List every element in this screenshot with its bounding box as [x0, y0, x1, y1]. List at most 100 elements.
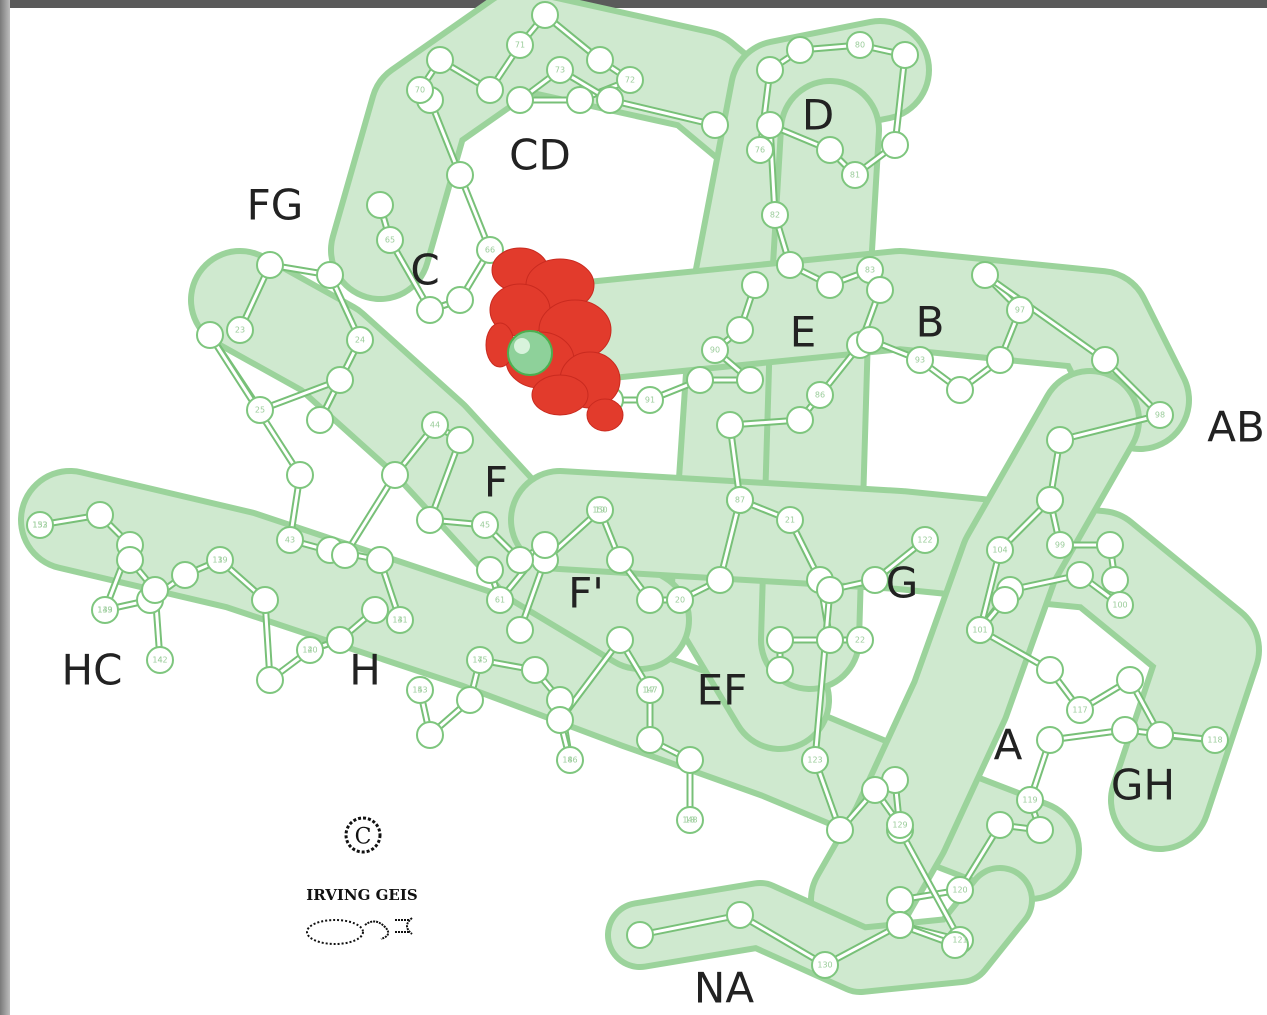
label-E: E — [790, 308, 817, 357]
label-GH: GH — [1111, 761, 1175, 810]
residue-atom — [307, 407, 333, 433]
residue-atom — [532, 532, 558, 558]
residue-atom — [787, 37, 813, 63]
residue-atom — [1147, 722, 1173, 748]
residue-atom — [367, 192, 393, 218]
residue-atom — [362, 597, 388, 623]
residue-number: 71 — [515, 41, 525, 50]
residue-number: 80 — [855, 41, 865, 50]
label-AB: AB — [1207, 403, 1265, 452]
residue-number: 20 — [675, 596, 685, 605]
residue-atom — [327, 367, 353, 393]
label-C: C — [410, 246, 439, 295]
residue-number: 141 — [392, 616, 407, 625]
heme-group — [486, 248, 623, 431]
iron-atom — [508, 331, 552, 375]
residue-atom — [417, 297, 443, 323]
residue-atom — [332, 542, 358, 568]
residue-number: 146 — [562, 756, 577, 765]
residue-atom — [947, 377, 973, 403]
residue-atom — [992, 587, 1018, 613]
residue-number: 140 — [302, 646, 317, 655]
residue-number: 120 — [952, 886, 967, 895]
residue-number: 142 — [152, 656, 167, 665]
label-F-prime: F' — [568, 569, 604, 618]
label-H: H — [349, 646, 381, 695]
residue-atom — [862, 567, 888, 593]
residue-atom — [607, 547, 633, 573]
label-B: B — [916, 298, 945, 347]
residue-atom — [727, 317, 753, 343]
residue-atom — [817, 577, 843, 603]
residue-atom — [987, 812, 1013, 838]
residue-atom — [987, 347, 1013, 373]
residue-atom — [142, 577, 168, 603]
residue-number: 82 — [770, 211, 780, 220]
residue-atom — [417, 507, 443, 533]
residue-number: 145 — [472, 656, 487, 665]
label-EF: EF — [697, 666, 748, 715]
residue-number: 119 — [1022, 796, 1037, 805]
residue-atom — [317, 262, 343, 288]
residue-atom — [817, 627, 843, 653]
label-G: G — [886, 559, 919, 608]
residue-atom — [742, 272, 768, 298]
residue-atom — [1102, 567, 1128, 593]
residue-number: 104 — [992, 546, 1007, 555]
residue-atom — [477, 77, 503, 103]
residue-atom — [737, 367, 763, 393]
residue-atom — [607, 627, 633, 653]
label-HC: HC — [62, 646, 123, 695]
residue-atom — [417, 722, 443, 748]
residue-number: 130 — [817, 961, 832, 970]
residue-number: 23 — [235, 326, 245, 335]
residue-number: 98 — [1155, 411, 1165, 420]
residue-atom — [447, 287, 473, 313]
residue-atom — [1037, 487, 1063, 513]
label-CD: CD — [509, 131, 571, 180]
residue-number: 99 — [1055, 541, 1065, 550]
residue-atom — [447, 427, 473, 453]
residue-atom — [567, 87, 593, 113]
label-A: A — [994, 721, 1023, 770]
residue-atom — [1097, 532, 1123, 558]
residue-atom — [707, 567, 733, 593]
residue-atom — [637, 727, 663, 753]
residue-atom — [1037, 657, 1063, 683]
residue-number: 22 — [855, 636, 865, 645]
residue-number: 45 — [480, 521, 490, 530]
residue-atom — [522, 657, 548, 683]
residue-atom — [787, 407, 813, 433]
residue-atom — [507, 547, 533, 573]
copyright-signature: C IRVING GEIS — [306, 818, 417, 944]
residue-atom — [887, 887, 913, 913]
residue-number: 66 — [485, 246, 495, 255]
residue-atom — [367, 547, 393, 573]
copyright-symbol: C — [355, 825, 372, 850]
residue-number: 133 — [97, 606, 112, 615]
residue-atom — [597, 87, 623, 113]
residue-number: 72 — [625, 76, 635, 85]
residue-atom — [507, 617, 533, 643]
residue-atom — [637, 587, 663, 613]
residue-atom — [1027, 817, 1053, 843]
residue-atom — [687, 367, 713, 393]
residue-number: 150 — [592, 506, 607, 515]
residue-atom — [1112, 717, 1138, 743]
residue-atom — [257, 252, 283, 278]
residue-number: 43 — [285, 536, 295, 545]
residue-number: 24 — [355, 336, 365, 345]
residue-atom — [817, 137, 843, 163]
residue-atom — [172, 562, 198, 588]
residue-atom — [447, 162, 473, 188]
residue-number: 81 — [850, 171, 860, 180]
residue-number: 44 — [430, 421, 440, 430]
residue-atom — [817, 272, 843, 298]
residue-atom — [547, 707, 573, 733]
residue-atom — [1047, 427, 1073, 453]
residue-atom — [827, 817, 853, 843]
label-F: F — [484, 458, 508, 507]
label-D: D — [802, 91, 834, 140]
residue-number: 91 — [645, 396, 655, 405]
